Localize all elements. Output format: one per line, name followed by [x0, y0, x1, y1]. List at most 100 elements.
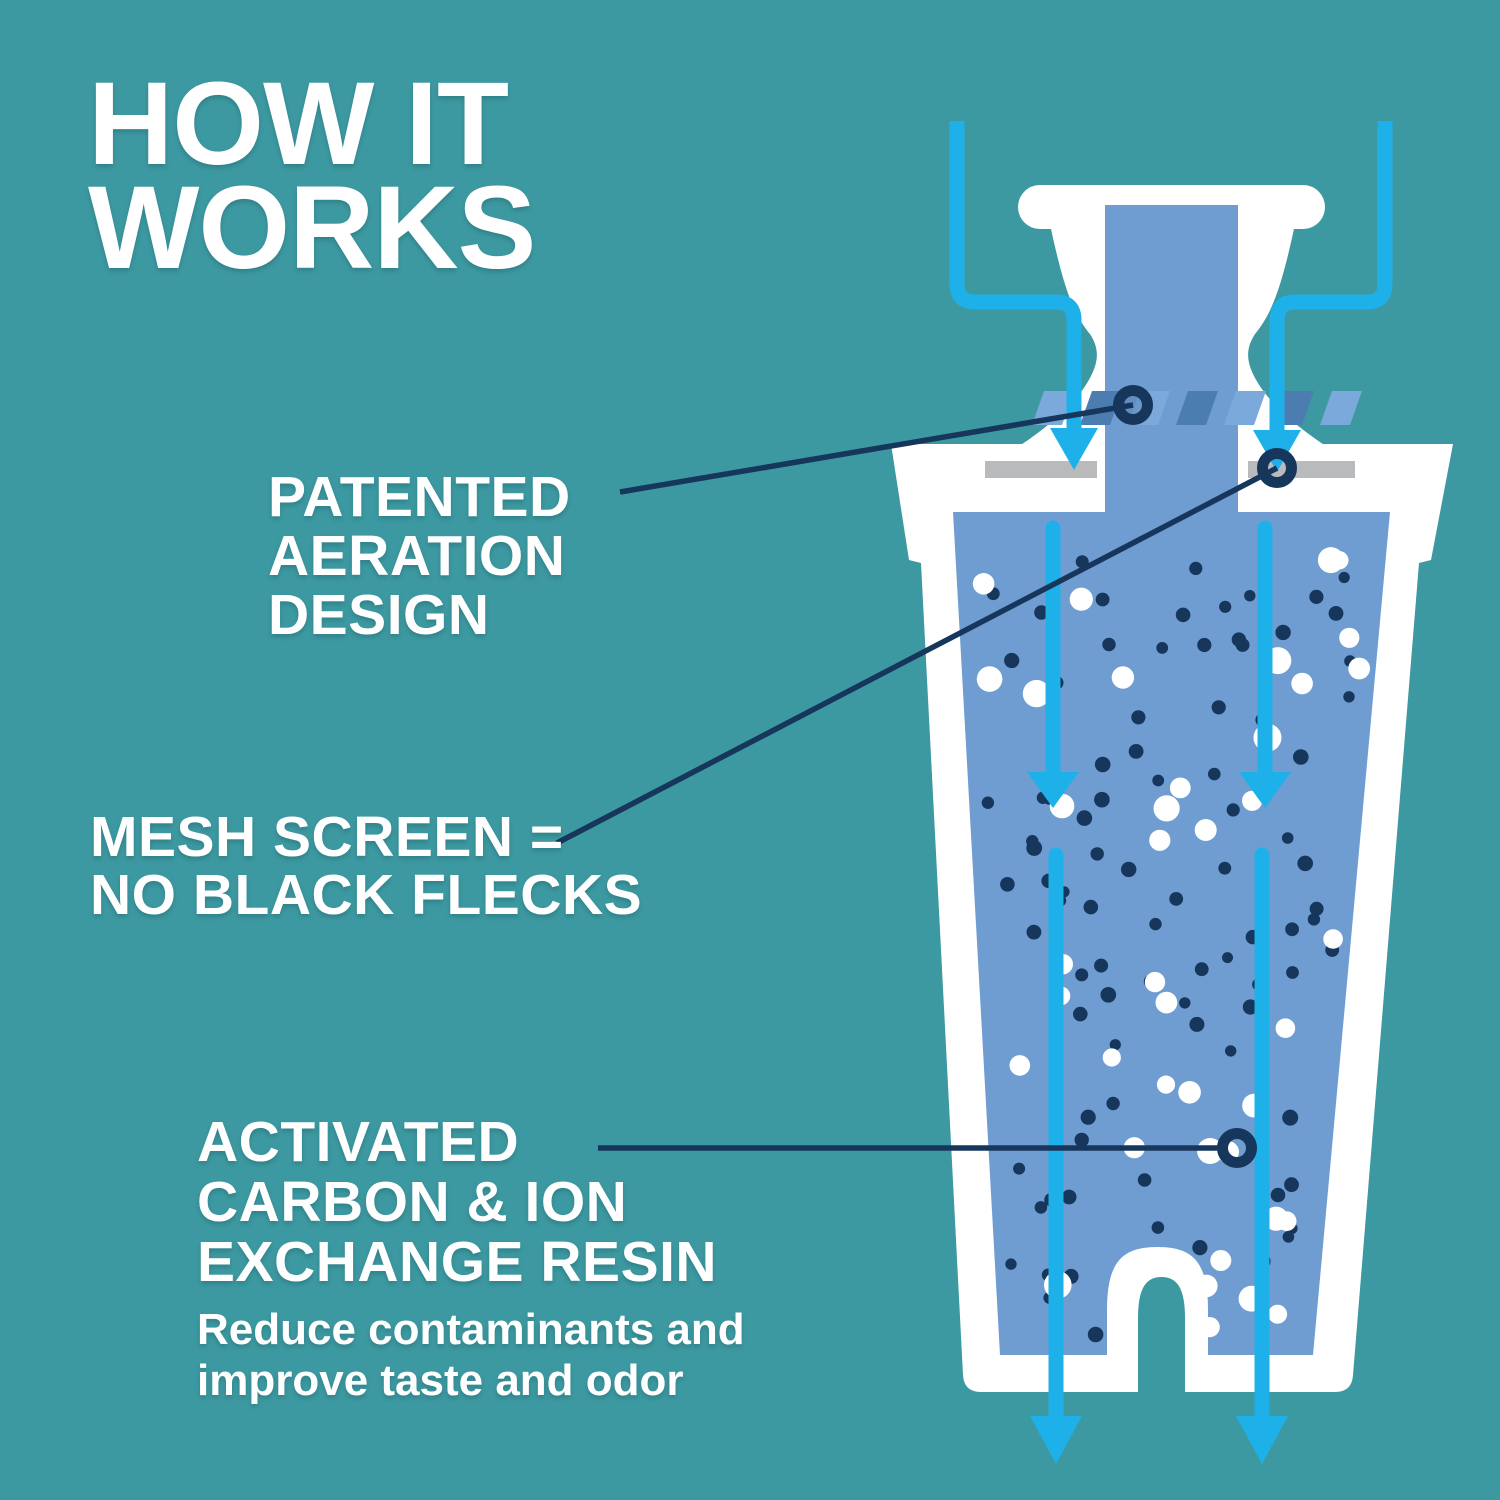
inflow-pipe-right [1269, 121, 1393, 434]
mesh-bar-left [985, 461, 1097, 478]
speckle [1189, 1016, 1205, 1032]
speckle [1169, 777, 1191, 799]
title-line-2: WORKS [88, 162, 536, 294]
speckle [1328, 606, 1344, 621]
label-patented-aeration-design: PATENTED AERATION DESIGN [268, 468, 571, 645]
aeration-line-2: AERATION [268, 524, 566, 588]
speckle [1073, 1006, 1088, 1022]
speckle [1111, 666, 1135, 689]
speckle [1179, 997, 1191, 1009]
speckle [1152, 774, 1165, 787]
flow-arrowhead-upper-right [1239, 772, 1291, 808]
speckle [1080, 1109, 1096, 1125]
inflow-arrowhead-left [1050, 428, 1098, 470]
speckle [1009, 1055, 1031, 1076]
bottom-arch-notch [1138, 1277, 1185, 1404]
speckle [1284, 1177, 1299, 1193]
speckle [1156, 642, 1169, 654]
speckle [1218, 861, 1232, 875]
outflow-arrowhead-left [1030, 1416, 1082, 1464]
speckle [1034, 1201, 1048, 1214]
speckle [1197, 1138, 1224, 1164]
speckle [1323, 929, 1343, 949]
speckle [1095, 592, 1110, 607]
flow-arrowhead-upper-left [1027, 772, 1079, 808]
speckle [1109, 1039, 1121, 1051]
carbon-line-3: EXCHANGE RESIN [197, 1230, 718, 1294]
speckle [1282, 1109, 1299, 1126]
speckle [1268, 1304, 1288, 1324]
speckle [1208, 767, 1221, 781]
callout-ring-mesh [1257, 448, 1297, 488]
carbon-subtext: Reduce contaminants and improve taste an… [197, 1304, 745, 1406]
title-line-1: HOW IT [88, 58, 509, 190]
carbon-subtext-line-2: improve taste and odor [197, 1356, 684, 1405]
callout-line-mesh [555, 465, 1279, 846]
speckle [1144, 971, 1166, 993]
speckle [1069, 587, 1093, 611]
speckle [972, 573, 995, 595]
speckle [1276, 1211, 1297, 1231]
speckle [1348, 657, 1371, 680]
speckle [1034, 605, 1049, 620]
aeration-dash [1224, 391, 1266, 425]
speckle [1338, 571, 1350, 584]
speckle [1285, 922, 1299, 937]
speckle [1061, 1189, 1077, 1205]
speckle [1128, 744, 1144, 759]
speckle [1149, 917, 1162, 931]
speckle [1075, 968, 1089, 982]
speckle [1094, 756, 1111, 773]
speckle [1211, 700, 1226, 715]
page-title: HOW IT WORKS [88, 58, 536, 294]
speckle [1175, 607, 1191, 623]
speckle [1094, 791, 1110, 808]
speckle [1197, 637, 1212, 653]
speckle [1330, 551, 1349, 570]
speckle [1309, 901, 1324, 916]
speckle [1194, 962, 1209, 977]
speckle [1155, 991, 1178, 1014]
carbon-line-2: CARBON & ION [197, 1170, 628, 1234]
speckle [1102, 1048, 1121, 1067]
aeration-line-1: PATENTED [268, 465, 571, 529]
speckle [1291, 672, 1313, 695]
carbon-subtext-line-1: Reduce contaminants and [197, 1305, 745, 1354]
speckle [1149, 829, 1171, 851]
speckle [1270, 1187, 1286, 1203]
speckle [1222, 952, 1233, 964]
speckle [976, 666, 1003, 692]
speckle [1094, 958, 1109, 973]
speckle [1076, 810, 1093, 826]
speckle [1087, 1326, 1104, 1343]
mesh-line-1: MESH SCREEN = [90, 805, 564, 869]
aeration-dash [1176, 391, 1218, 425]
speckle [1100, 987, 1117, 1003]
speckle [1074, 1132, 1089, 1148]
speckle [1121, 861, 1137, 878]
speckle [1343, 691, 1355, 703]
aeration-dash [1320, 391, 1362, 425]
speckle [1282, 1231, 1295, 1243]
speckle [1242, 999, 1258, 1015]
label-mesh-screen: MESH SCREEN = NO BLACK FLECKS [90, 808, 642, 924]
speckle [1090, 847, 1104, 861]
speckle [1231, 632, 1247, 647]
callout-line-aeration [619, 402, 1134, 495]
speckle [1102, 637, 1116, 652]
speckle [1004, 652, 1020, 669]
speckle [1275, 624, 1291, 641]
aeration-line-3: DESIGN [268, 583, 490, 647]
speckle [1000, 877, 1015, 892]
speckle [1244, 590, 1256, 602]
speckle [1219, 600, 1232, 613]
speckle [1225, 1045, 1237, 1057]
speckle [1005, 1258, 1017, 1270]
media-body [953, 512, 1390, 1355]
speckle [1339, 627, 1360, 648]
outflow-arrowhead-right [1236, 1416, 1288, 1464]
speckle [1293, 749, 1309, 765]
speckle [981, 796, 995, 809]
speckle [1210, 1250, 1232, 1271]
